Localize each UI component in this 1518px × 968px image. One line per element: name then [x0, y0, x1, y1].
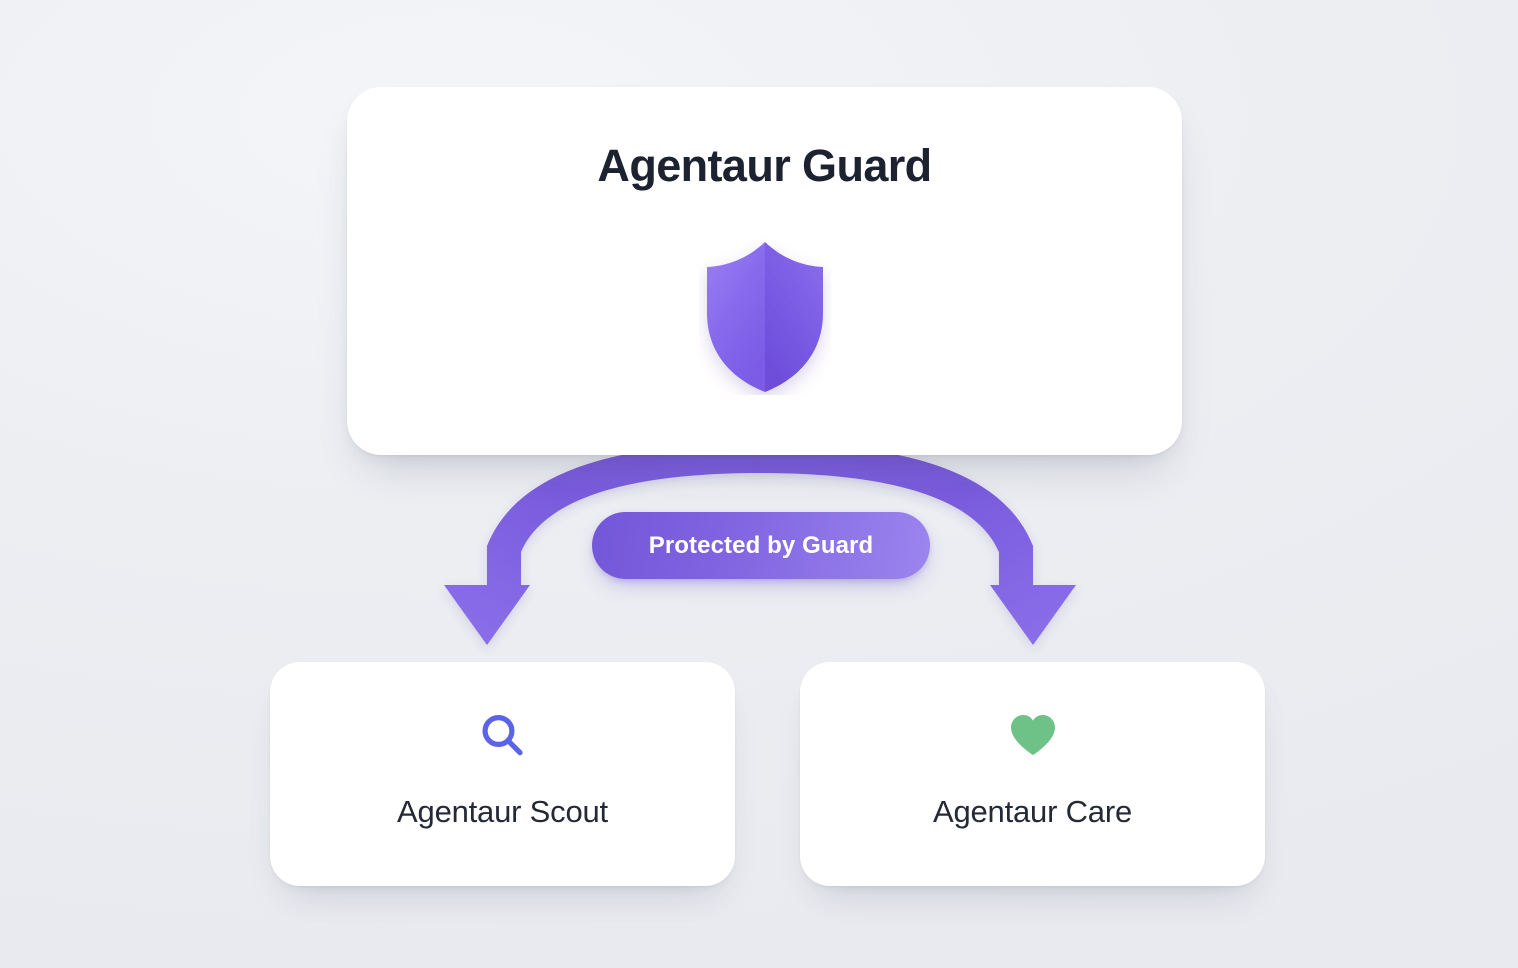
status-badge-label: Protected by Guard	[648, 531, 874, 559]
agentaur-scout-card[interactable]: Agentaur Scout	[270, 662, 735, 886]
page-title: Agentaur Guard	[597, 140, 932, 191]
protected-by-guard-badge[interactable]: Protected by Guard	[592, 512, 930, 579]
agentaur-care-card[interactable]: Agentaur Care	[800, 662, 1265, 886]
agentaur-care-label: Agentaur Care	[932, 794, 1133, 829]
guard-card[interactable]: Agentaur Guard	[347, 87, 1182, 455]
shield-icon	[706, 242, 823, 392]
search-icon	[482, 715, 523, 756]
agentaur-scout-label: Agentaur Scout	[397, 794, 608, 829]
heart-icon	[1010, 715, 1055, 755]
